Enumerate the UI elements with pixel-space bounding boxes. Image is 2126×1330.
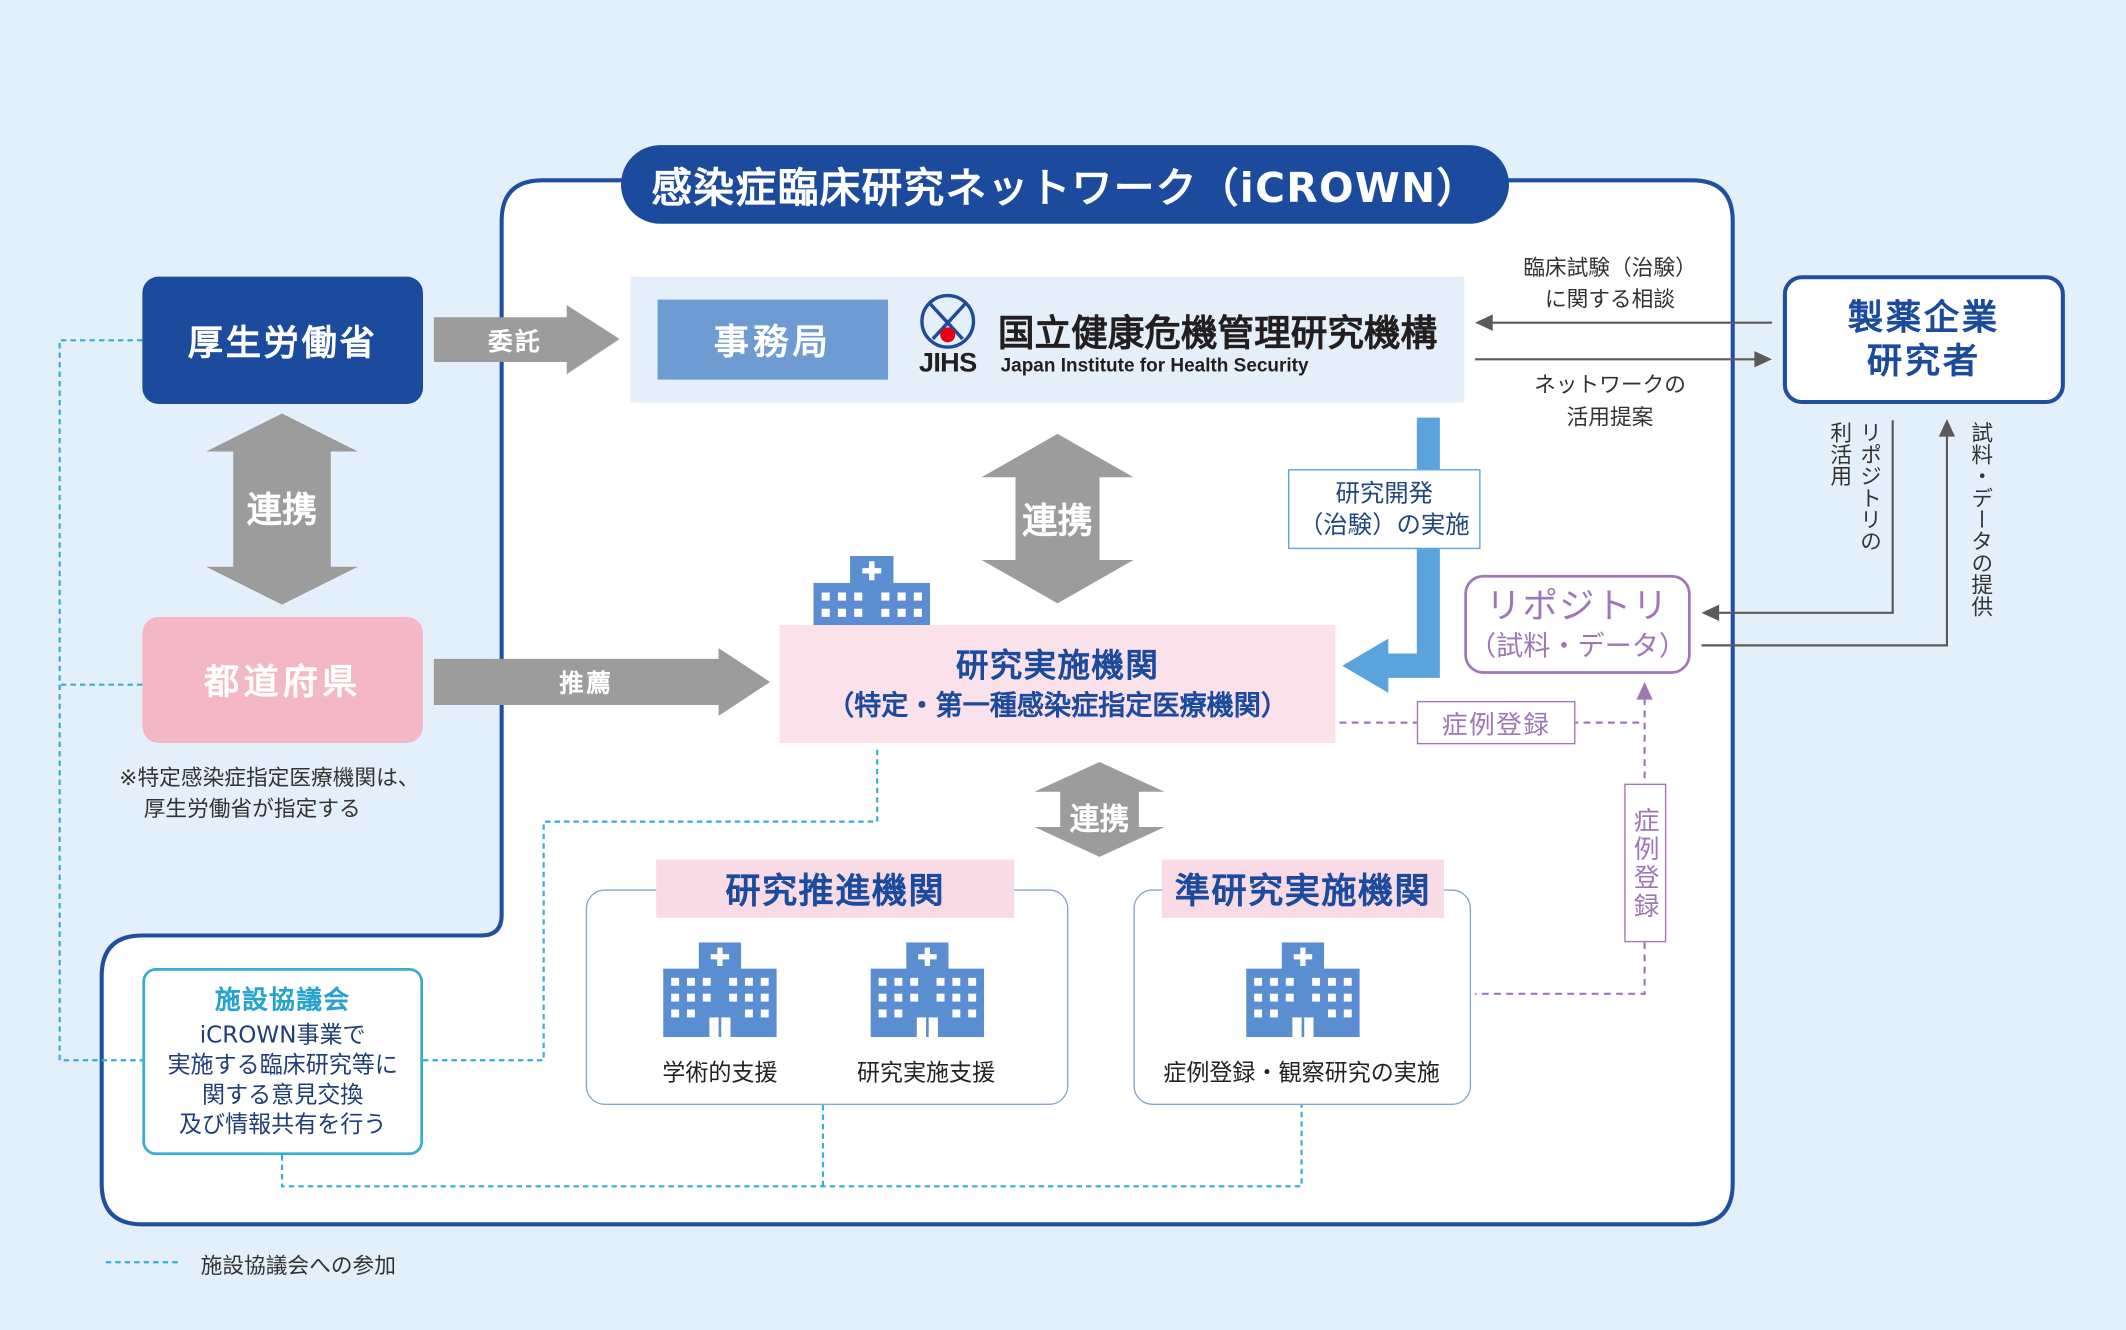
proposal-line-1: ネットワークの — [1534, 371, 1686, 398]
council-title: 施設協議会 — [214, 985, 351, 1016]
itaku-arrow — [433, 305, 620, 375]
jihs-logo-text: JIHS — [918, 348, 977, 379]
proposal-line-2: 活用提案 — [1566, 404, 1654, 430]
sample-provision-label: 試料・データの提供 — [1967, 421, 1994, 617]
renkei-lower-label: 連携 — [1069, 803, 1130, 838]
note-line-2: 厚生労働省が指定する — [143, 795, 361, 822]
rnd-line-1: 研究開発 — [1335, 479, 1434, 508]
org-name-ja: 国立健康危機管理研究機構 — [997, 313, 1438, 356]
council-line-3: 関する意見交換 — [202, 1081, 364, 1110]
promotion-item-support: 研究実施支援 — [856, 1060, 996, 1088]
promotion-item-academic: 学術的支援 — [662, 1060, 778, 1088]
repo-use-text: リポジトリの 利活用 — [1824, 422, 1884, 552]
council-line-2: 実施する臨床研究等に — [167, 1052, 398, 1080]
research-inst-sub: （特定・第一種感染症指定医療機関） — [827, 688, 1289, 721]
network-title: 感染症臨床研究ネットワーク（iCROWN） — [620, 145, 1510, 224]
consult-line-1: 臨床試験（治験） — [1523, 254, 1697, 281]
rnd-arrow — [1342, 417, 1440, 693]
case-registration-label: 症例登録 — [1416, 700, 1576, 745]
council-line-bottom — [280, 1104, 1303, 1188]
rnd-line-2: （治験）の実施 — [1298, 510, 1470, 539]
semi-label: 準研究実施機関 — [1161, 859, 1444, 918]
research-inst-name: 研究実施機関 — [955, 646, 1160, 685]
mhlw-label: 厚生労働省 — [187, 323, 378, 365]
consult-arrow-head — [1475, 314, 1493, 331]
case-reg-arrow-head — [1636, 681, 1653, 700]
itaku-label: 委託 — [488, 328, 543, 357]
suisen-label: 推薦 — [559, 669, 614, 699]
prefecture-label: 都道府県 — [204, 662, 362, 704]
renkei-left-arrow — [206, 413, 358, 605]
consult-text: 臨床試験（治験） に関する相談 — [1491, 252, 1728, 314]
jihs-logo-icon — [920, 293, 976, 349]
consult-line-2: に関する相談 — [1544, 286, 1676, 312]
sample-provision-arrow-line — [1701, 433, 1949, 647]
proposal-arrow-head — [1754, 351, 1773, 368]
repository-line-2: （試料・データ） — [1469, 628, 1686, 661]
renkei-center-label: 連携 — [1022, 500, 1093, 542]
case-registration-vertical-label: 症例登録 — [1629, 806, 1660, 920]
pharma-line-2: 研究者 — [1866, 340, 1981, 382]
proposal-text: ネットワークの 活用提案 — [1491, 369, 1728, 434]
sample-provision-text: 試料・データの提供 — [1965, 422, 1995, 617]
repo-use-arrow-line — [1715, 420, 1894, 614]
semi-item-registration: 症例登録・観察研究の実施 — [1163, 1060, 1440, 1088]
council-line-4: 及び情報共有を行う — [178, 1111, 387, 1139]
repo-use-arrow-head — [1701, 604, 1720, 621]
council-line-1: iCROWN事業で — [199, 1022, 366, 1050]
renkei-lower-arrow — [1034, 761, 1165, 857]
rnd-label-box: 研究開発 （治験）の実施 — [1288, 469, 1481, 550]
council-line-research-inst — [423, 745, 879, 1062]
note-line-1: ※特定感染症指定医療機関は、 — [119, 764, 420, 791]
prefecture-box: 都道府県 — [142, 616, 424, 743]
org-name-en: Japan Institute for Health Security — [1000, 353, 1309, 376]
council-line-mhlw — [58, 339, 143, 1062]
secretariat-box: 事務局 — [657, 299, 889, 380]
research-inst-box: 研究実施機関 （特定・第一種感染症指定医療機関） — [779, 625, 1336, 743]
secretariat-label: 事務局 — [713, 322, 832, 364]
pharma-line-1: 製薬企業 — [1847, 297, 2000, 339]
legend-label: 施設協議会への参加 — [200, 1252, 396, 1279]
promotion-label: 研究推進機関 — [656, 859, 1015, 918]
pharma-box: 製薬企業 研究者 — [1782, 275, 2065, 405]
repo-use-line-1: リポジトリの — [1856, 421, 1882, 552]
hospital-icon — [1245, 942, 1362, 1037]
council-box: 施設協議会 iCROWN事業で 実施する臨床研究等に 関する意見交換 及び情報共… — [142, 968, 424, 1156]
mhlw-box: 厚生労働省 — [142, 276, 424, 405]
hospital-icon — [869, 942, 986, 1037]
suisen-arrow — [433, 648, 771, 716]
renkei-left-label: 連携 — [246, 490, 318, 531]
repository-box: リポジトリ （試料・データ） — [1464, 574, 1691, 674]
sample-provision-arrow-head — [1938, 418, 1956, 437]
repo-use-line-2: 利活用 — [1826, 421, 1853, 487]
case-registration-vertical-box: 症例登録 — [1624, 783, 1667, 943]
renkei-center-arrow — [981, 433, 1134, 604]
repository-line-1: リポジトリ — [1485, 586, 1669, 628]
hospital-icon — [662, 942, 779, 1037]
